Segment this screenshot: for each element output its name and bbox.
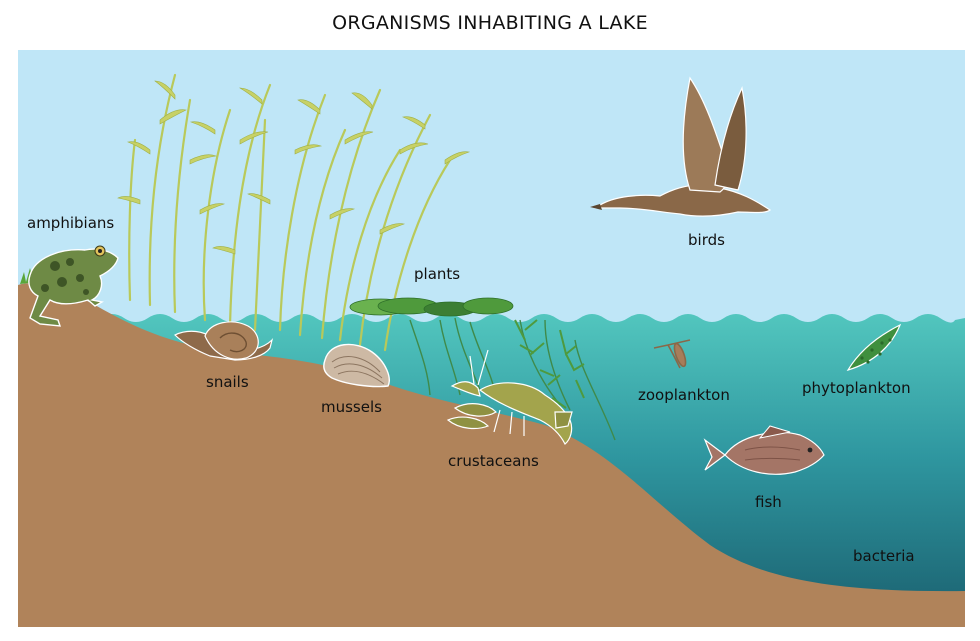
label-bacteria: bacteria xyxy=(853,547,915,565)
label-crustaceans: crustaceans xyxy=(448,452,539,470)
snail-illustration xyxy=(173,321,274,361)
reeds xyxy=(128,73,452,352)
diagram-title: ORGANISMS INHABITING A LAKE xyxy=(332,12,648,34)
crayfish-illustration xyxy=(446,349,573,445)
hornwort-plant xyxy=(514,319,585,409)
label-phytoplankton: phytoplankton xyxy=(802,379,911,397)
zooplankton-illustration xyxy=(653,339,691,369)
bird-illustration xyxy=(590,76,772,217)
label-birds: birds xyxy=(688,231,725,249)
label-plants: plants xyxy=(414,265,460,283)
label-amphibians: amphibians xyxy=(27,214,114,232)
underwater-plants xyxy=(409,317,616,441)
lake-bed-soil xyxy=(18,283,965,627)
mussel-illustration xyxy=(323,343,390,388)
phytoplankton-illustration xyxy=(846,323,902,372)
frog-illustration xyxy=(28,245,119,327)
fish-illustration xyxy=(703,425,825,475)
label-zooplankton: zooplankton xyxy=(638,386,730,404)
lily-pads xyxy=(349,297,514,317)
label-mussels: mussels xyxy=(321,398,382,416)
label-snails: snails xyxy=(206,373,249,391)
reed-leaves xyxy=(117,80,471,255)
label-fish: fish xyxy=(755,493,782,511)
